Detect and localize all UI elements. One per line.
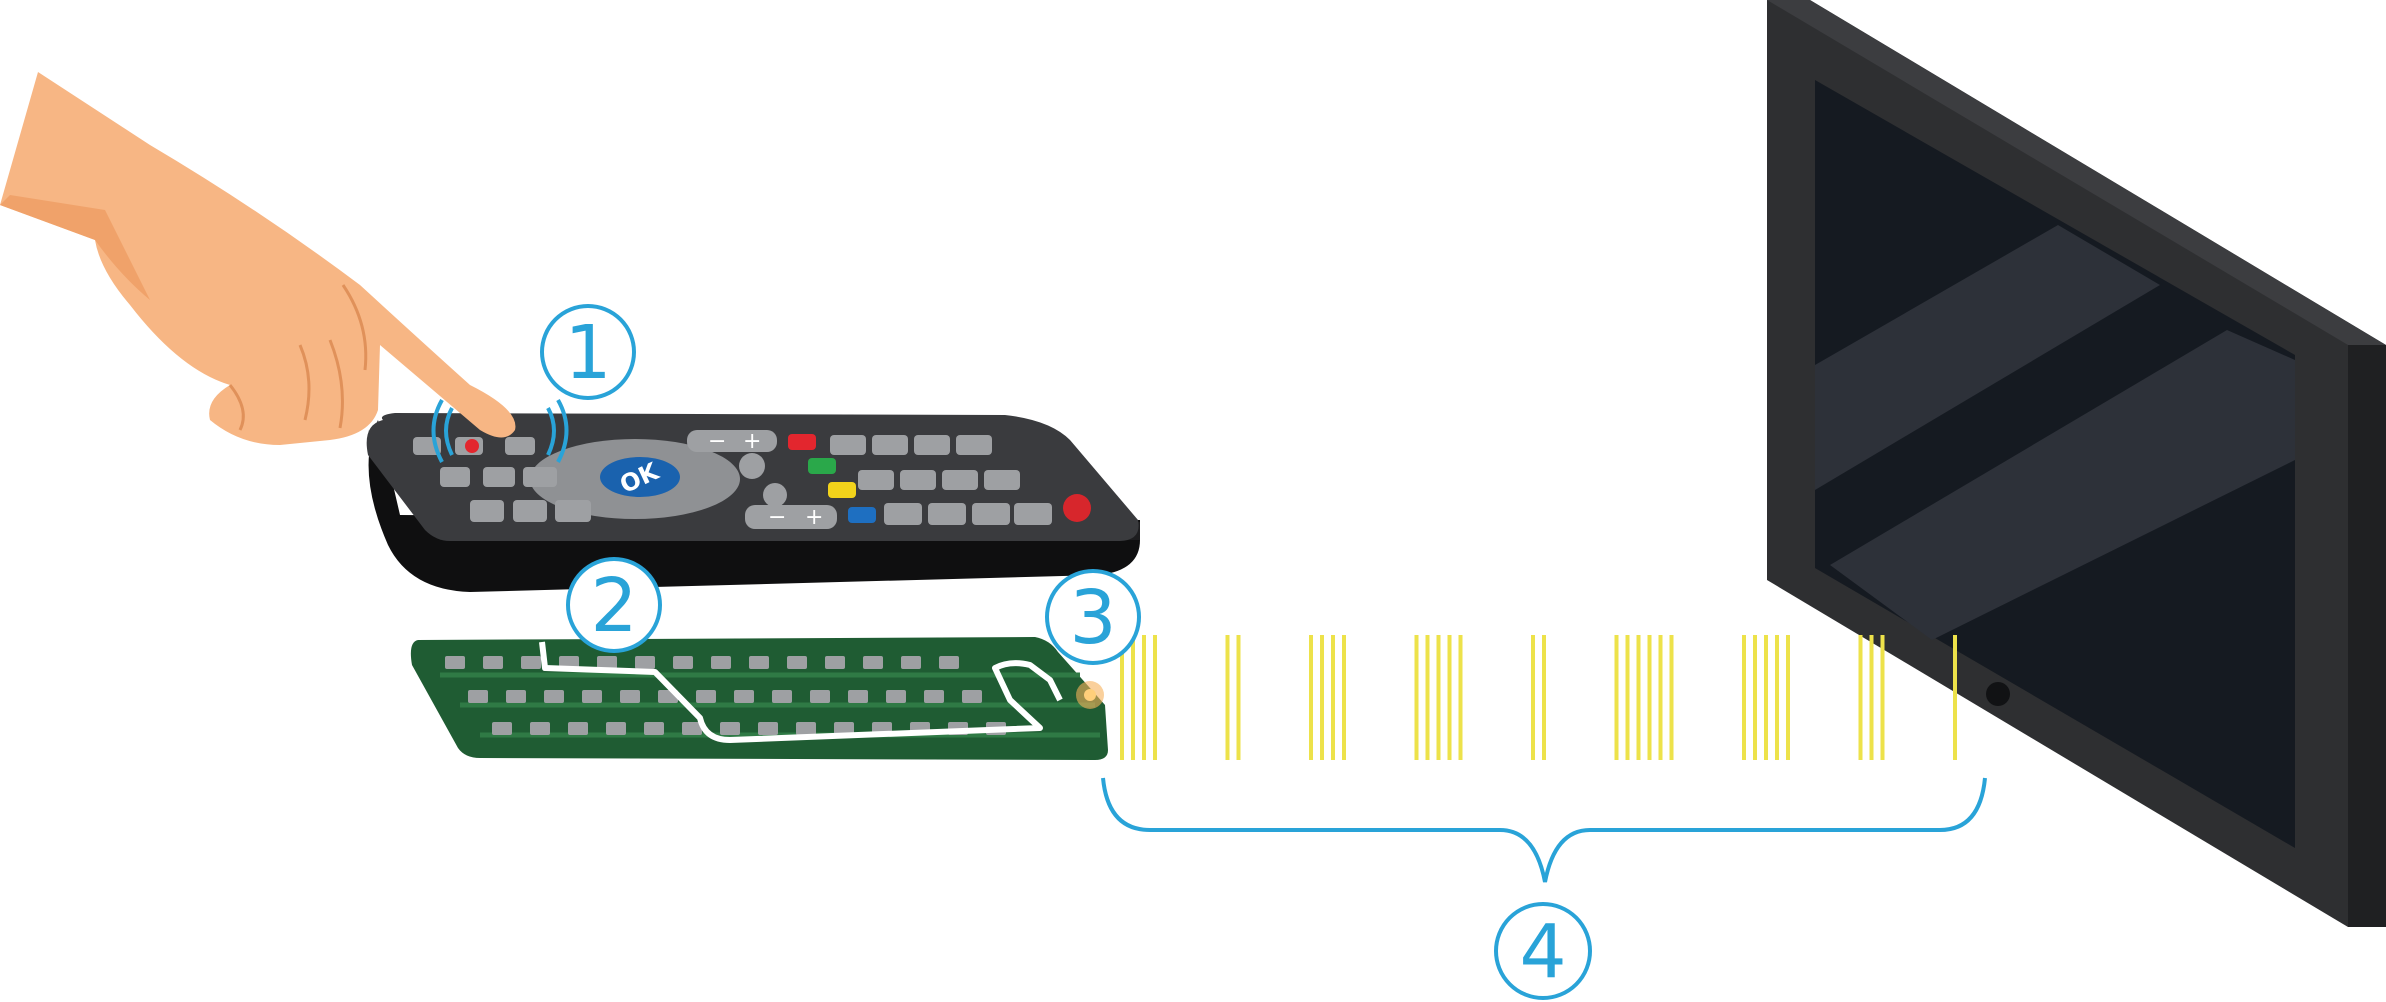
remote-key (505, 437, 535, 455)
info-key (763, 483, 787, 507)
step-marker-2: 2 (566, 557, 662, 653)
num-key (942, 470, 978, 490)
contact-pad (749, 656, 769, 669)
contact-pad (506, 690, 526, 703)
contact-pad (720, 722, 740, 735)
contact-pad (597, 656, 617, 669)
contact-pad (810, 690, 830, 703)
contact-pad (644, 722, 664, 735)
svg-text:+: + (805, 505, 823, 530)
step-4-label: 4 (1519, 909, 1566, 995)
remote-key (513, 500, 547, 522)
tv-remote-icon: OK − + − + (366, 413, 1140, 592)
press-wave-icon (431, 399, 569, 463)
contact-pad (682, 722, 702, 735)
num-key (984, 470, 1020, 490)
contact-pad (787, 656, 807, 669)
ok-button (600, 457, 680, 497)
contact-pad (939, 656, 959, 669)
contact-pad (711, 656, 731, 669)
num-key (1014, 503, 1052, 525)
remote-key (555, 500, 591, 522)
step-marker-1: 1 (540, 304, 636, 400)
num-key (830, 435, 866, 455)
contact-pad (521, 656, 541, 669)
contact-pad (758, 722, 778, 735)
hand-pointing-icon (0, 72, 516, 445)
num-key (884, 503, 922, 525)
contact-pad (734, 690, 754, 703)
source-key (739, 453, 765, 479)
contact-pad (673, 656, 693, 669)
num-key (900, 470, 936, 490)
contact-pad (796, 722, 816, 735)
contact-pad (901, 656, 921, 669)
power-key (1063, 494, 1091, 522)
contact-pad (834, 722, 854, 735)
num-key (914, 435, 950, 455)
ir-signal-pulses (1120, 635, 1957, 760)
remote-key (523, 467, 557, 487)
num-key (972, 503, 1010, 525)
svg-text:−: − (708, 429, 726, 454)
color-key-red (788, 434, 816, 450)
num-key (956, 435, 992, 455)
contact-pad (863, 656, 883, 669)
num-key (858, 470, 894, 490)
television-icon (1767, 0, 2386, 927)
num-key (928, 503, 966, 525)
step-2-label: 2 (590, 563, 637, 649)
contact-pad (886, 690, 906, 703)
contact-pad (582, 690, 602, 703)
contact-pad (445, 656, 465, 669)
remote-key (440, 467, 470, 487)
contact-pad (544, 690, 564, 703)
circuit-board-icon (410, 637, 1108, 760)
contact-pad (606, 722, 626, 735)
step-marker-3: 3 (1045, 569, 1141, 665)
contact-pad-grid (445, 656, 1006, 735)
contact-pad (772, 690, 792, 703)
contact-pad (848, 690, 868, 703)
remote-key (483, 467, 515, 487)
color-key-green (808, 458, 836, 474)
signal-brace (1101, 777, 1987, 883)
contact-pad (468, 690, 488, 703)
contact-pad (568, 722, 588, 735)
contact-pad (962, 690, 982, 703)
color-key-blue (848, 507, 876, 523)
contact-pad (492, 722, 512, 735)
contact-pad (635, 656, 655, 669)
record-key (465, 439, 479, 453)
contact-pad (825, 656, 845, 669)
num-key (872, 435, 908, 455)
vol-rocker-bottom (745, 505, 837, 529)
step-3-label: 3 (1069, 575, 1116, 661)
contact-pad (530, 722, 550, 735)
contact-pad (696, 690, 716, 703)
vol-rocker-top (687, 430, 777, 452)
svg-text:−: − (768, 505, 786, 530)
color-key-yellow (828, 482, 856, 498)
svg-text:+: + (743, 429, 761, 454)
step-1-label: 1 (564, 310, 611, 396)
step-marker-4: 4 (1494, 902, 1592, 1000)
remote-key (470, 500, 504, 522)
contact-pad (924, 690, 944, 703)
contact-pad (483, 656, 503, 669)
contact-pad (620, 690, 640, 703)
